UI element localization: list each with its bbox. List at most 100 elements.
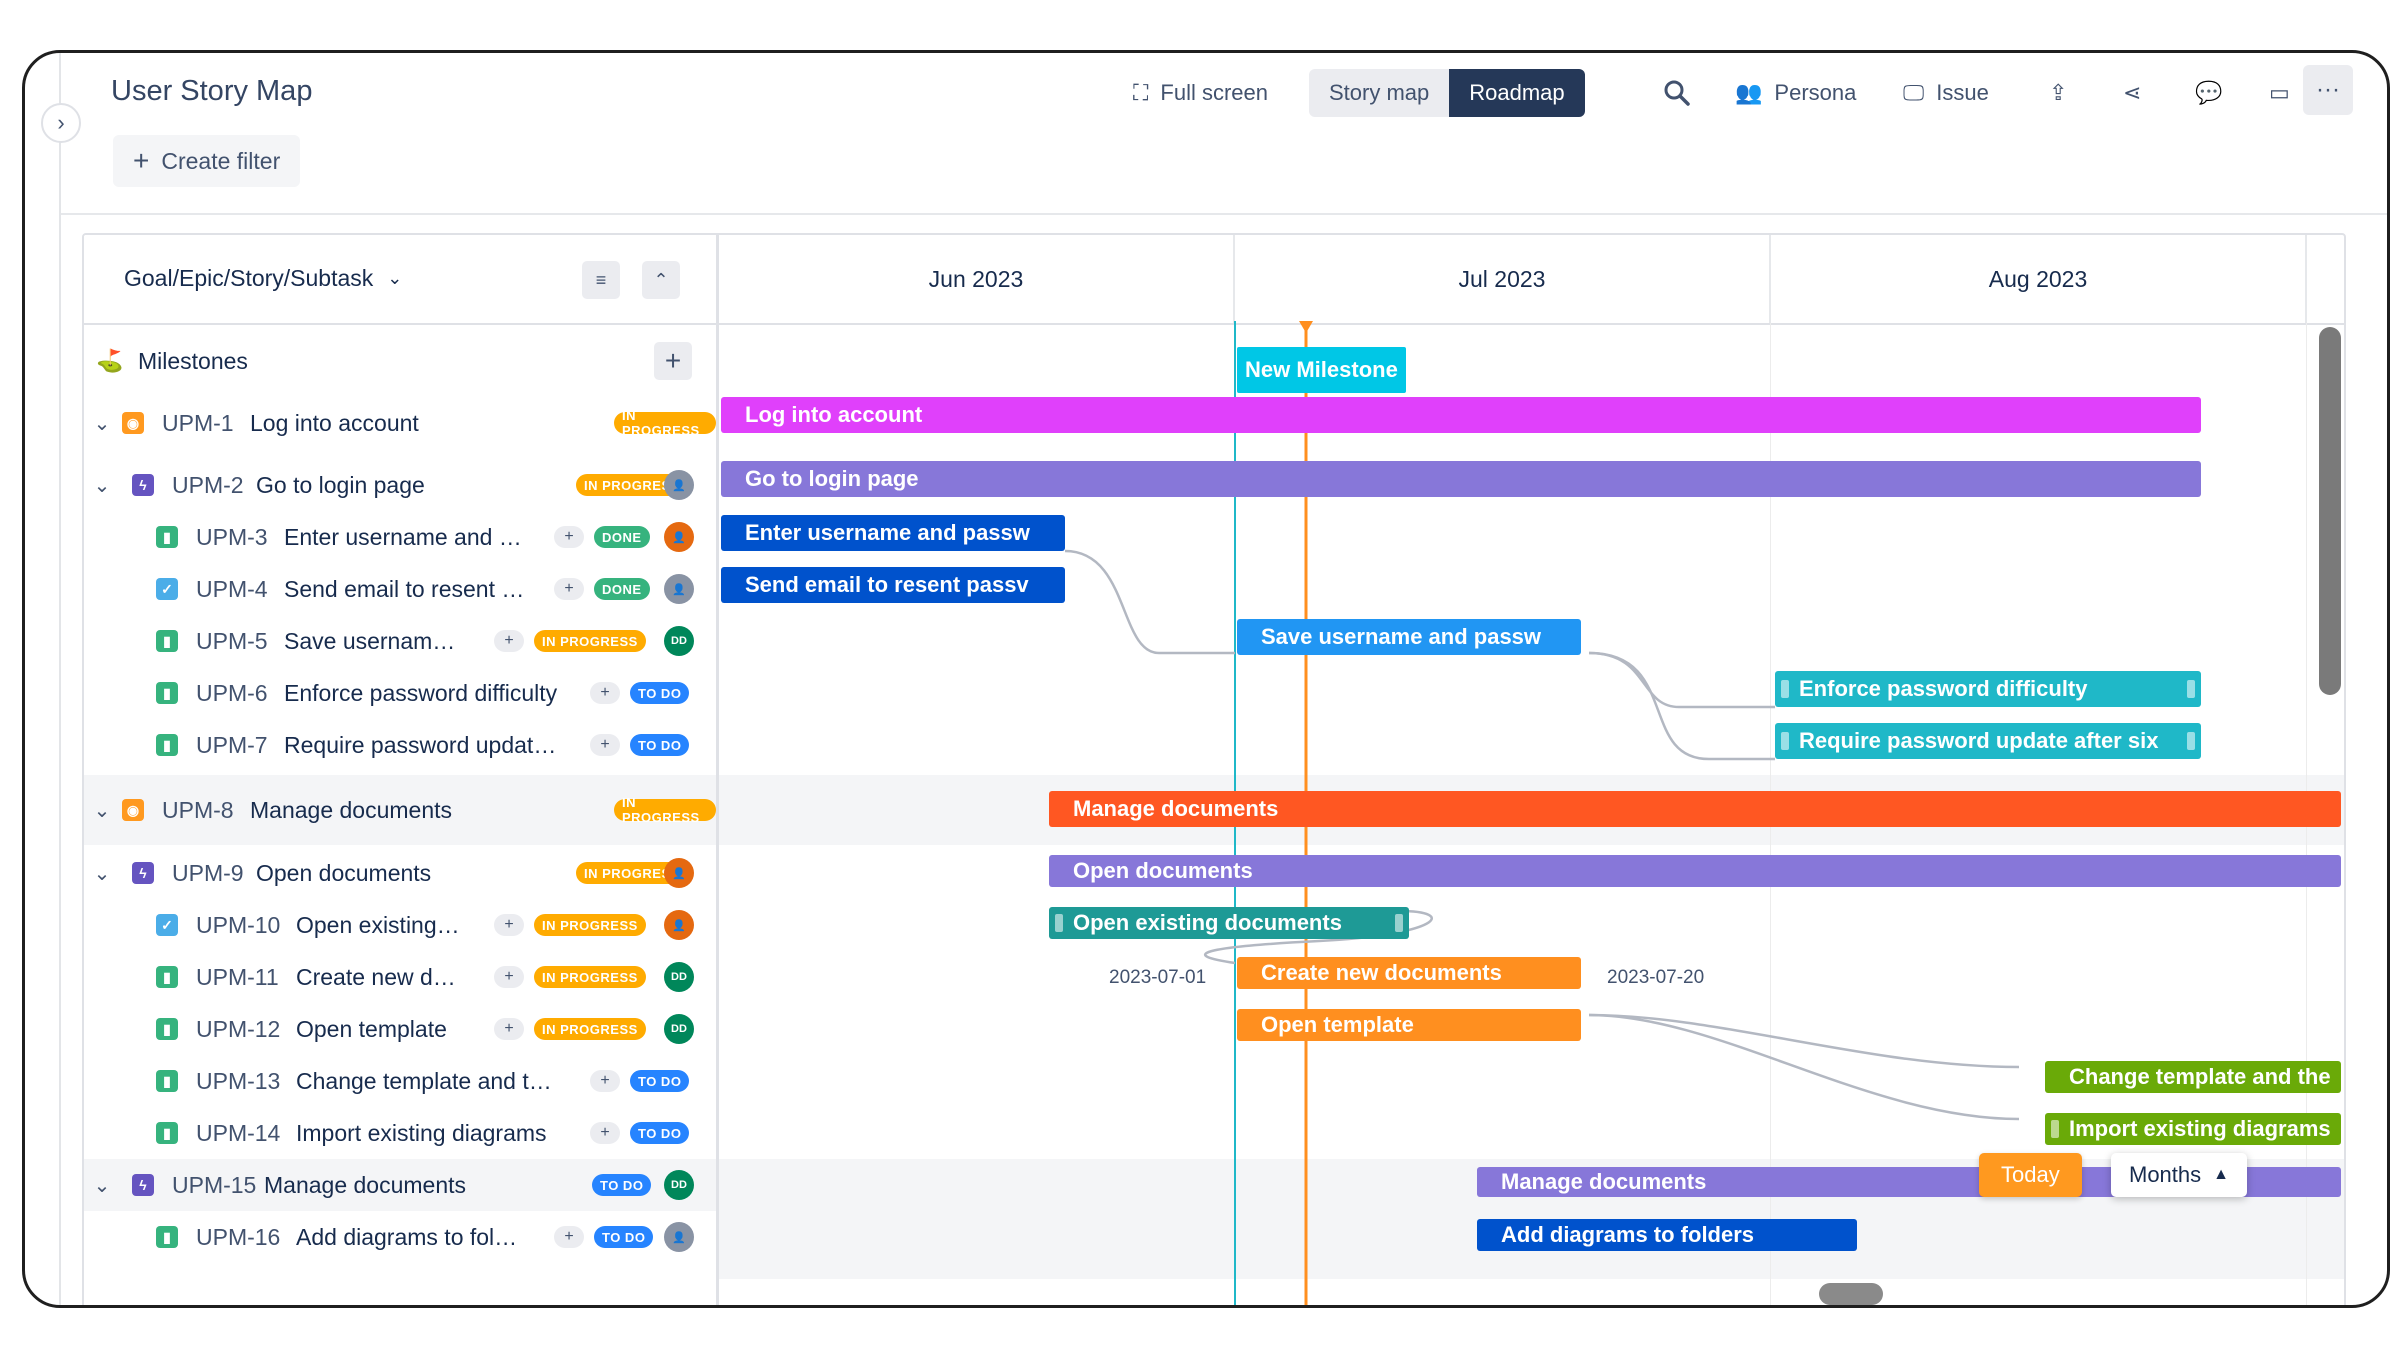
issue-key[interactable]: UPM-2: [172, 471, 244, 498]
gantt-bar[interactable]: Open documents: [1049, 855, 2341, 887]
add-subtask-button[interactable]: +: [494, 1018, 524, 1040]
search-button[interactable]: [1663, 71, 1691, 115]
issue-key[interactable]: UPM-9: [172, 859, 244, 886]
chevron-down-icon[interactable]: ⌄: [93, 474, 111, 497]
issue-key[interactable]: UPM-8: [162, 796, 234, 823]
avatar: DD: [664, 1014, 694, 1044]
zoom-select[interactable]: Months ▲: [2111, 1153, 2247, 1197]
resize-handle[interactable]: [2187, 732, 2195, 750]
status-badge: TO DO: [630, 1122, 690, 1144]
tree-row-goal[interactable]: ⌄ ◉ UPM-8 Manage documents IN PROGRESS: [84, 775, 716, 845]
tree-row-goal[interactable]: ⌄ ◉ UPM-1 Log into account IN PROGRESS: [84, 397, 716, 449]
gantt-bar[interactable]: Enforce password difficulty: [1775, 671, 2201, 707]
share-button[interactable]: ⋖: [2123, 71, 2141, 115]
tree-row-story[interactable]: ▮ UPM-3 Enter username and … + DONE 👤: [84, 511, 716, 563]
resize-handle[interactable]: [2051, 1120, 2059, 1138]
chevron-down-icon[interactable]: ⌄: [93, 412, 111, 435]
issue-key[interactable]: UPM-15: [172, 1171, 257, 1198]
tree-row-epic[interactable]: ⌄ ϟ UPM-2 Go to login page IN PROGRESS 👤: [84, 459, 716, 511]
resize-handle[interactable]: [2187, 680, 2195, 698]
tree-row-story[interactable]: ▮ UPM-7 Require password updat… + TO DO: [84, 719, 716, 771]
chevron-down-icon: ⌄: [387, 268, 403, 288]
add-milestone-button[interactable]: +: [654, 342, 692, 380]
gantt-bar[interactable]: Change template and the: [2045, 1061, 2341, 1093]
comments-button[interactable]: 💬: [2195, 71, 2222, 115]
tree-row-story[interactable]: ▮ UPM-6 Enforce password difficulty + TO…: [84, 667, 716, 719]
hierarchy-select[interactable]: Goal/Epic/Story/Subtask ⌄: [124, 265, 402, 292]
tree-row-epic[interactable]: ⌄ ϟ UPM-9 Open documents IN PROGRESS 👤: [84, 847, 716, 899]
resize-handle[interactable]: [1055, 914, 1063, 932]
gantt-bar[interactable]: Log into account: [721, 397, 2201, 433]
export-button[interactable]: ⇪: [2049, 71, 2067, 115]
gantt-bar[interactable]: Require password update after six: [1775, 723, 2201, 759]
story-icon: ▮: [156, 1226, 178, 1248]
tree-row-task[interactable]: ✓ UPM-4 Send email to resent … + DONE 👤: [84, 563, 716, 615]
gantt-bar[interactable]: Import existing diagrams: [2045, 1113, 2341, 1145]
issue-key[interactable]: UPM-14: [196, 1119, 281, 1146]
gantt-bar[interactable]: Go to login page: [721, 461, 2201, 497]
today-button[interactable]: Today: [1979, 1153, 2082, 1197]
create-filter-button[interactable]: + Create filter: [113, 135, 301, 187]
add-subtask-button[interactable]: +: [494, 914, 524, 936]
tree-row-task[interactable]: ✓ UPM-10 Open existing… + IN PROGRESS 👤: [84, 899, 716, 951]
add-subtask-button[interactable]: +: [554, 578, 584, 600]
tree-row-story[interactable]: ▮ UPM-5 Save usernam… + IN PROGRESS DD: [84, 615, 716, 667]
tree-row-story[interactable]: ▮ UPM-16 Add diagrams to fol… + TO DO 👤: [84, 1211, 716, 1263]
chevron-down-icon[interactable]: ⌄: [93, 1174, 111, 1197]
issue-key[interactable]: UPM-13: [196, 1067, 281, 1094]
plus-icon: +: [664, 345, 682, 376]
tree-row-story[interactable]: ▮ UPM-14 Import existing diagrams + TO D…: [84, 1107, 716, 1159]
horizontal-scrollbar[interactable]: [1819, 1283, 1883, 1305]
add-subtask-button[interactable]: +: [590, 1122, 620, 1144]
issue-key[interactable]: UPM-1: [162, 409, 234, 436]
add-subtask-button[interactable]: +: [494, 966, 524, 988]
gantt-bar[interactable]: Open template: [1237, 1009, 1581, 1041]
resize-handle[interactable]: [1781, 680, 1789, 698]
tree-row-story[interactable]: ▮ UPM-13 Change template and t… + TO DO: [84, 1055, 716, 1107]
expand-sidebar-button[interactable]: ›: [41, 103, 81, 143]
issue-key[interactable]: UPM-6: [196, 679, 268, 706]
filter-lines-button[interactable]: ≡: [582, 261, 620, 299]
issue-key[interactable]: UPM-3: [196, 523, 268, 550]
tab-story-map[interactable]: Story map: [1309, 69, 1450, 117]
issue-key[interactable]: UPM-4: [196, 575, 268, 602]
chevron-down-icon[interactable]: ⌄: [93, 799, 111, 822]
issue-key[interactable]: UPM-16: [196, 1223, 281, 1250]
issue-key[interactable]: UPM-5: [196, 627, 268, 654]
avatar: 👤: [664, 574, 694, 604]
gantt-bar[interactable]: Create new documents: [1237, 957, 1581, 989]
vertical-scrollbar[interactable]: [2319, 327, 2341, 695]
fullscreen-button[interactable]: ⛶ Full screen: [1133, 71, 1268, 115]
card-button[interactable]: ▭: [2269, 71, 2290, 115]
gantt-bar[interactable]: Enter username and passw: [721, 515, 1065, 551]
gantt-bar[interactable]: Save username and passw: [1237, 619, 1581, 655]
milestone-flag[interactable]: New Milestone: [1237, 347, 1406, 393]
resize-handle[interactable]: [1395, 914, 1403, 932]
issue-key[interactable]: UPM-7: [196, 731, 268, 758]
header: User Story Map + Create filter ⛶ Full sc…: [61, 53, 2387, 215]
gantt-bar[interactable]: Send email to resent passv: [721, 567, 1065, 603]
add-subtask-button[interactable]: +: [554, 1226, 584, 1248]
gantt-bar[interactable]: Add diagrams to folders: [1477, 1219, 1857, 1251]
add-subtask-button[interactable]: +: [590, 734, 620, 756]
gantt-bar[interactable]: Open existing documents: [1049, 907, 1409, 939]
tree-row-epic[interactable]: ⌄ ϟ UPM-15 Manage documents TO DO DD: [84, 1159, 716, 1211]
resize-handle[interactable]: [1781, 732, 1789, 750]
persona-button[interactable]: 👥 Persona: [1735, 71, 1856, 115]
more-button[interactable]: ···: [2303, 65, 2353, 115]
tree-row-story[interactable]: ▮ UPM-11 Create new d… + IN PROGRESS DD: [84, 951, 716, 1003]
issue-key[interactable]: UPM-12: [196, 1015, 281, 1042]
issue-key[interactable]: UPM-11: [196, 963, 279, 990]
issue-button[interactable]: 🖵 Issue: [1903, 71, 1989, 115]
collapse-all-button[interactable]: ⌃: [642, 261, 680, 299]
issue-title: Go to login page: [256, 471, 425, 498]
add-subtask-button[interactable]: +: [590, 682, 620, 704]
issue-key[interactable]: UPM-10: [196, 911, 281, 938]
add-subtask-button[interactable]: +: [494, 630, 524, 652]
gantt-bar[interactable]: Manage documents: [1049, 791, 2341, 827]
tab-roadmap[interactable]: Roadmap: [1449, 69, 1585, 117]
add-subtask-button[interactable]: +: [554, 526, 584, 548]
tree-row-story[interactable]: ▮ UPM-12 Open template + IN PROGRESS DD: [84, 1003, 716, 1055]
chevron-down-icon[interactable]: ⌄: [93, 862, 111, 885]
add-subtask-button[interactable]: +: [590, 1070, 620, 1092]
